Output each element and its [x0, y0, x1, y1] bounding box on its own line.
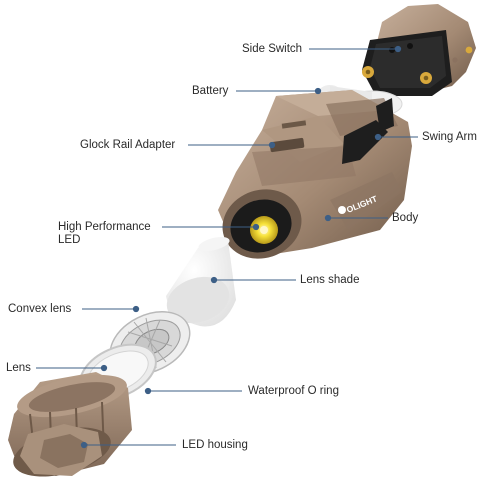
label-swing-arm: Swing Arm	[422, 131, 477, 143]
label-high-performance-led: High Performance LED	[58, 221, 151, 247]
label-side-switch: Side Switch	[242, 43, 303, 55]
label-waterproof-o-ring: Waterproof O ring	[248, 385, 339, 397]
label-led-line1: High Performance	[58, 221, 151, 233]
label-lens-shade: Lens shade	[300, 274, 360, 286]
label-lens: Lens	[6, 362, 31, 374]
label-battery: Battery	[192, 85, 229, 97]
flashlight-body	[218, 90, 412, 259]
label-body: Body	[392, 212, 419, 224]
side-switch-part	[362, 4, 476, 96]
label-led-line2: LED	[58, 234, 81, 246]
leader-lines	[36, 45, 418, 449]
label-convex-lens: Convex lens	[8, 303, 72, 315]
label-led-housing: LED housing	[182, 439, 248, 451]
lens-shade-part	[166, 237, 236, 327]
olight-logo-mark	[338, 206, 346, 214]
label-glock-rail-adapter: Glock Rail Adapter	[80, 139, 176, 151]
led-housing-part	[8, 372, 132, 477]
